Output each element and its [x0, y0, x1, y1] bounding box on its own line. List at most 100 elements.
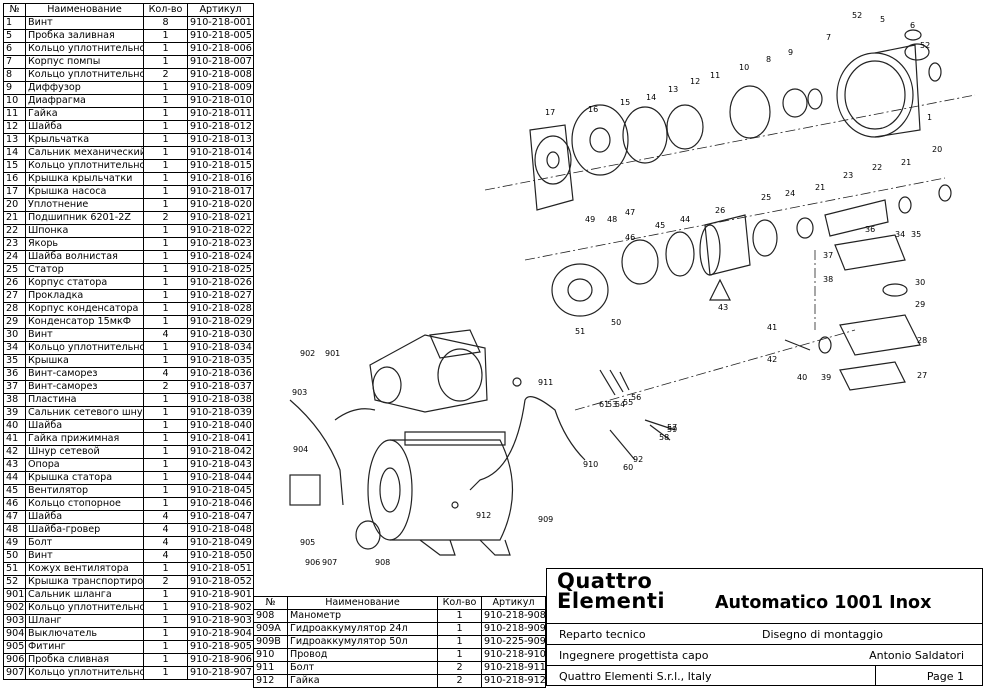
parts-table-extension-header-cell: Кол-во	[437, 596, 482, 610]
part-callout-label: 9	[788, 48, 793, 57]
part-callout-label: 40	[797, 373, 807, 382]
part-callout-label: 902	[300, 349, 315, 358]
parts-table-cell: 910-218-029	[187, 315, 254, 329]
part-callout-label: 15	[620, 98, 630, 107]
parts-table-cell: 910-218-905	[187, 640, 254, 654]
part-callout-label: 37	[823, 251, 833, 260]
part-callout-label: 27	[917, 371, 927, 380]
part-callout-label: 908	[375, 558, 390, 566]
parts-table-cell: Гайка	[25, 107, 144, 121]
parts-table-cell: Крышка крыльчатки	[25, 172, 144, 186]
part-callout-label: 904	[293, 445, 308, 454]
parts-table-extension-cell: 910-218-909	[481, 622, 546, 636]
parts-table-cell: 1	[143, 120, 188, 134]
part-callout-label: 8	[766, 55, 771, 64]
parts-table-header-cell: Артикул	[187, 3, 254, 17]
parts-table-cell: 15	[3, 159, 26, 173]
part-callout-label: 45	[655, 221, 665, 230]
parts-table-cell: 4	[143, 536, 188, 550]
parts-table-cell: 1	[143, 250, 188, 264]
parts-table-cell: 37	[3, 380, 26, 394]
part-callout-label: 47	[625, 208, 635, 217]
parts-table-cell: 910-218-035	[187, 354, 254, 368]
parts-table-cell: 1	[143, 393, 188, 407]
parts-table-extension-cell: Болт	[287, 661, 438, 675]
part-callout-label: 42	[767, 355, 777, 364]
part-callout-label: 28	[917, 336, 927, 345]
part-callout-label: 39	[821, 373, 831, 382]
parts-table-cell: 52	[3, 575, 26, 589]
parts-table-cell: 1	[143, 653, 188, 667]
parts-table-extension-cell: 910-218-908	[481, 609, 546, 623]
parts-table-cell: Корпус статора	[25, 276, 144, 290]
parts-table-cell: 901	[3, 588, 26, 602]
engineer-label: Ingegnere progettista capo	[559, 649, 709, 662]
parts-table-cell: 1	[143, 406, 188, 420]
parts-table-cell: 910-218-051	[187, 562, 254, 576]
parts-table-cell: 910-218-046	[187, 497, 254, 511]
part-callout-label: 49	[585, 215, 595, 224]
parts-table-extension-cell: 911	[253, 661, 288, 675]
logo-line-2: Elementi	[557, 589, 666, 613]
parts-table-cell: Винт-саморез	[25, 380, 144, 394]
parts-table-cell: 40	[3, 419, 26, 433]
part-callout-label: 903	[292, 388, 307, 397]
parts-table-cell: 910-218-902	[187, 601, 254, 615]
parts-table-cell: Крышка	[25, 354, 144, 368]
parts-table-extension-cell: Провод	[287, 648, 438, 662]
part-callout-label: 34	[895, 230, 905, 239]
company-logo: Quattro Elementi	[557, 571, 666, 613]
parts-table-cell: 1	[143, 588, 188, 602]
parts-table-cell: 910-218-040	[187, 419, 254, 433]
parts-table-cell: Крышка насоса	[25, 185, 144, 199]
parts-table-cell: 5	[3, 29, 26, 43]
parts-table-cell: 910-218-904	[187, 627, 254, 641]
parts-table-cell: 910-218-015	[187, 159, 254, 173]
parts-table-cell: 910-218-036	[187, 367, 254, 381]
parts-table-cell: 43	[3, 458, 26, 472]
parts-table-cell: 11	[3, 107, 26, 121]
parts-table-cell: 9	[3, 81, 26, 95]
parts-table-cell: 910-218-016	[187, 172, 254, 186]
parts-table-cell: 4	[143, 549, 188, 563]
parts-table-cell: 903	[3, 614, 26, 628]
parts-table-cell: Сальник сетевого шнура	[25, 406, 144, 420]
parts-table-cell: 910-218-034	[187, 341, 254, 355]
title-row-engineer: Ingegnere progettista capo Antonio Salda…	[547, 644, 982, 665]
assembled-unit-drawing	[289, 329, 586, 556]
parts-table-extension-cell: 1	[437, 622, 482, 636]
parts-table-cell: Кольцо уплотнительное	[25, 42, 144, 56]
parts-table-cell: 38	[3, 393, 26, 407]
part-callout-label: 52	[920, 41, 930, 50]
parts-table-cell: 910-218-028	[187, 302, 254, 316]
part-callout-label: 906	[305, 558, 320, 566]
parts-table-cell: 23	[3, 237, 26, 251]
parts-table-extension-cell: 2	[437, 674, 482, 688]
parts-table-cell: 910-218-038	[187, 393, 254, 407]
part-callout-label: 21	[815, 183, 825, 192]
parts-table-cell: 1	[143, 445, 188, 459]
parts-table-cell: 2	[143, 68, 188, 82]
part-callout-label: 35	[911, 230, 921, 239]
parts-table-cell: 910-218-023	[187, 237, 254, 251]
title-block: Quattro Elementi Automatico 1001 Inox Re…	[546, 568, 983, 686]
parts-table-cell: 1	[143, 302, 188, 316]
part-callout-label: 53	[607, 400, 617, 409]
parts-table-cell: 910-218-039	[187, 406, 254, 420]
part-callout-label: 59	[667, 425, 677, 434]
part-callout-label: 36	[865, 225, 875, 234]
